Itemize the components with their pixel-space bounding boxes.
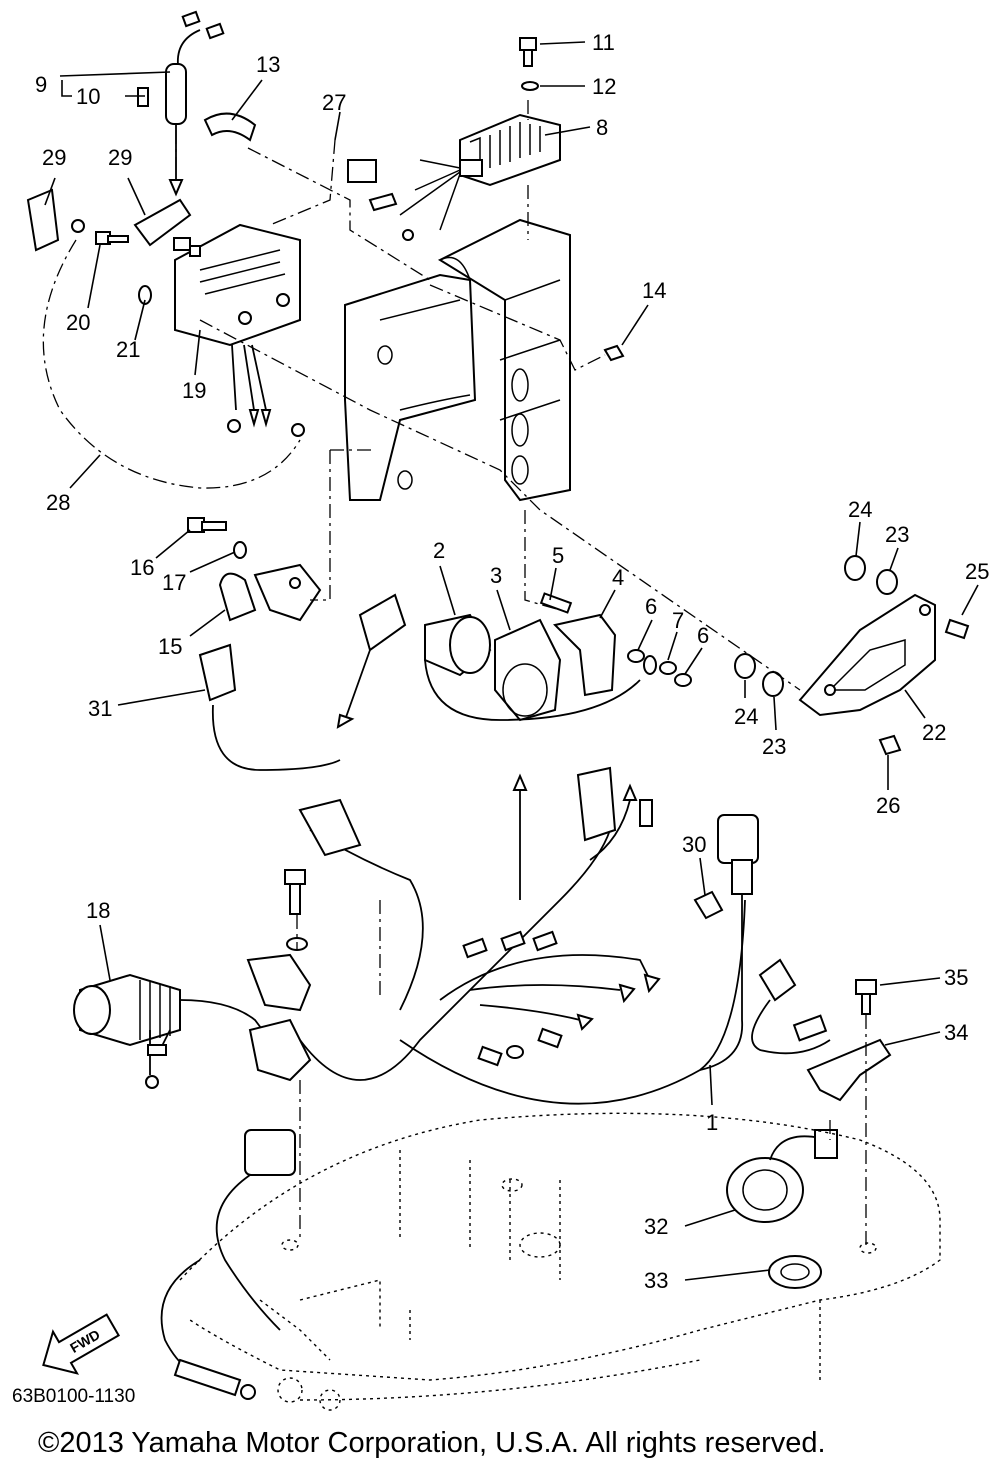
callout-29-right: 29 [108,145,132,170]
part-13-clamp-drawing [203,112,257,142]
callout-27: 27 [322,90,346,115]
part-29-caps-drawing [26,188,192,252]
callout-4: 4 [612,565,624,590]
callout-31: 31 [88,696,112,721]
callout-19: 19 [182,378,206,403]
callout-7: 7 [672,608,684,633]
part-18-switch-drawing [73,973,271,1089]
callout-2: 2 [433,538,445,563]
callout-13: 13 [256,52,280,77]
callout-6-left: 6 [645,594,657,619]
part-code: 63B0100-1130 [12,1386,135,1407]
part-8-rectifier-drawing [347,113,561,241]
callout-leaders [44,41,979,1281]
callout-9: 9 [35,72,47,97]
callout-30: 30 [682,832,706,857]
callout-14: 14 [642,278,666,303]
callout-6-right: 6 [697,623,709,648]
part-32-33-drawing [726,1129,838,1289]
copyright-notice: ©2013 Yamaha Motor Corporation, U.S.A. A… [38,1427,826,1459]
part-2-3-sensor-drawing [336,593,641,729]
center-bracket-drawing [246,869,312,1082]
part-34-35-drawing [806,979,892,1102]
callout-25: 25 [965,559,989,584]
callout-23-bottom: 23 [762,734,786,759]
part-20-21-drawing [95,231,152,305]
callout-24-bottom: 24 [734,704,758,729]
callout-34: 34 [944,1020,968,1045]
callout-18: 18 [86,898,110,923]
callout-26: 26 [876,793,900,818]
callout-33: 33 [644,1268,668,1293]
part-15-16-17-drawing [187,517,322,622]
part-28-lead-drawing [42,239,301,489]
fwd-arrow: FWD [42,1313,121,1375]
part-4-5-6-7-drawing [539,592,692,697]
callout-11: 11 [592,30,615,55]
callout-3: 3 [490,563,502,588]
upper-bracket-drawing [344,218,571,502]
part-31-cap-drawing [198,643,341,771]
callout-labels: 11 12 8 9 10 13 27 29 29 20 21 19 14 28 … [35,30,989,1293]
callout-17: 17 [162,570,186,595]
part-19-cdi-drawing [173,223,305,437]
callout-1: 1 [706,1110,718,1135]
callout-16: 16 [130,555,154,580]
callout-23-top: 23 [885,522,909,547]
callout-22: 22 [922,720,946,745]
part-11-12-drawing [519,37,539,91]
callout-32: 32 [644,1214,668,1239]
parts-artwork [26,10,970,1411]
part-30-clamp-drawing [693,890,724,920]
part-9-10-fuse-drawing [137,10,225,197]
bottom-cowling-drawing [160,1112,941,1411]
callout-24-top: 24 [848,497,872,522]
part-1-harness-drawing [298,766,831,1105]
callout-8: 8 [596,115,608,140]
callout-35: 35 [944,965,968,990]
callout-28: 28 [46,490,70,515]
callout-10: 10 [76,84,100,109]
callout-21: 21 [116,337,140,362]
part-14-screw-drawing [603,344,625,362]
callout-5: 5 [552,543,564,568]
callout-12: 12 [592,74,616,99]
callout-20: 20 [66,310,90,335]
callout-15: 15 [158,634,182,659]
assembly-lines [175,100,867,1250]
callout-29-left: 29 [42,145,66,170]
